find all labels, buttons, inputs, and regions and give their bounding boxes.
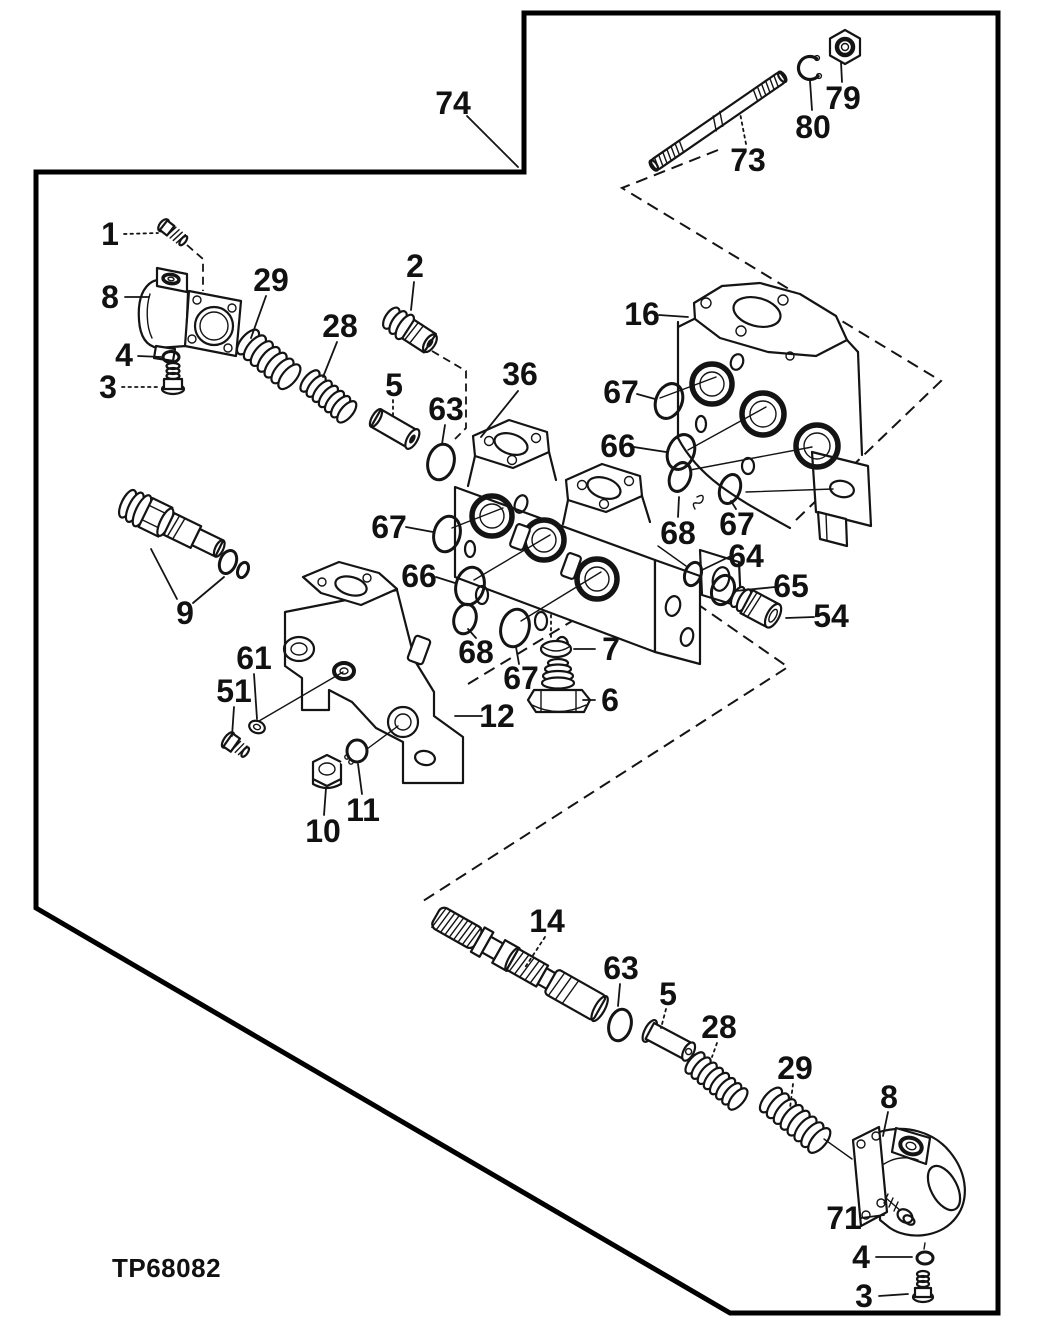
part-80-snap-ring-drawing <box>796 54 823 82</box>
part-67-right-2-oring-drawing <box>717 472 743 506</box>
retainer-clip-glyph <box>692 494 704 510</box>
part-label-16: 16 <box>624 296 660 332</box>
part-68-right-oring-drawing <box>667 461 704 510</box>
part-label-64: 64 <box>728 538 764 574</box>
part-63-bottom-oring-drawing <box>607 1007 633 1043</box>
bore-seal-relation-lines <box>258 376 853 1160</box>
part-label-67-right-top: 67 <box>603 374 639 410</box>
part-label-67-right-2: 67 <box>719 506 755 542</box>
part-label-6: 6 <box>601 682 619 718</box>
part-label-12: 12 <box>479 698 515 734</box>
part-label-3-top: 3 <box>99 369 117 405</box>
part-label-54: 54 <box>813 598 849 634</box>
part-28-bottom-spring-drawing <box>684 1051 749 1111</box>
part-label-10: 10 <box>305 813 341 849</box>
part-label-67-bottom-center: 67 <box>503 660 539 696</box>
part-4-bottom-oring-drawing <box>915 1242 935 1266</box>
callout-leader-lines <box>121 61 913 1297</box>
part-28-upper-spring-drawing <box>299 369 358 424</box>
part-67-right-top-oring-drawing <box>653 382 685 420</box>
part-label-11: 11 <box>346 792 380 828</box>
part-label-8-top: 8 <box>101 279 119 315</box>
part-label-3-bottom: 3 <box>855 1278 873 1314</box>
part-51-screw-drawing <box>220 731 251 758</box>
part-5-upper-seat-drawing <box>368 408 421 450</box>
part-label-28-bottom: 28 <box>701 1009 737 1045</box>
part-29-bottom-spring-drawing <box>758 1086 832 1154</box>
part-6-plug-drawing <box>526 657 592 714</box>
part-63-upper-oring-drawing <box>426 442 456 482</box>
part-label-63-bottom: 63 <box>603 950 639 986</box>
part-8-upper-housing-drawing <box>137 266 243 363</box>
part-79-nut-drawing <box>828 28 862 66</box>
part-label-4-bottom: 4 <box>852 1239 870 1275</box>
part-label-71: 71 <box>826 1200 862 1236</box>
part-label-61: 61 <box>236 640 272 676</box>
part-36-valve-body-drawing <box>453 418 743 666</box>
part-2-relief-valve-drawing <box>382 306 438 354</box>
part-61-washer-drawing <box>248 719 266 735</box>
part-67-bottom-center-oring-drawing <box>499 607 531 649</box>
part-73-stud-drawing <box>648 70 788 172</box>
part-label-51: 51 <box>216 673 252 709</box>
part-3-upper-screw-drawing <box>160 361 186 396</box>
part-label-5-top: 5 <box>385 367 403 403</box>
part-label-2: 2 <box>406 248 424 284</box>
part-label-29-top: 29 <box>253 262 289 298</box>
part-label-73: 73 <box>730 142 766 178</box>
part-label-67-left: 67 <box>371 509 407 545</box>
part-label-80: 80 <box>795 109 831 145</box>
drawing-border <box>33 10 1001 1316</box>
part-9-pilot-valve-drawing <box>117 488 251 580</box>
part-64-oring-drawing <box>682 560 704 588</box>
part-label-74: 74 <box>435 85 471 121</box>
part-label-4-top: 4 <box>115 337 133 373</box>
part-11-snap-ring-drawing <box>340 738 369 768</box>
part-66-right-oring-drawing <box>665 433 697 471</box>
part-label-36: 36 <box>502 356 538 392</box>
part-label-9: 9 <box>176 595 194 631</box>
part-label-79: 79 <box>825 80 861 116</box>
part-29-upper-spring-drawing <box>235 328 302 391</box>
part-label-65: 65 <box>773 568 809 604</box>
part-16-end-housing-drawing <box>676 281 873 548</box>
part-3-bottom-screw-drawing <box>911 1269 935 1304</box>
part-label-8-bottom: 8 <box>880 1079 898 1115</box>
part-label-5-bottom: 5 <box>659 976 677 1012</box>
part-label-29-bottom: 29 <box>777 1050 813 1086</box>
part-label-66-left: 66 <box>401 558 437 594</box>
part-7-backup-washer-drawing <box>539 639 573 659</box>
part-12-valve-housing-drawing <box>282 560 465 785</box>
part-label-66-right: 66 <box>600 428 636 464</box>
part-14-spool-drawing <box>431 906 609 1023</box>
part-label-63-top: 63 <box>428 391 464 427</box>
part-label-28-top: 28 <box>322 308 358 344</box>
figure-code: TP68082 <box>112 1253 221 1283</box>
part-label-1: 1 <box>101 216 119 252</box>
part-1-screw-drawing <box>157 218 189 247</box>
part-label-14: 14 <box>529 903 565 939</box>
part-9-oring-large <box>217 548 239 576</box>
part-67-left-oring-drawing <box>432 514 462 554</box>
part-71-screw-drawing <box>883 1193 916 1226</box>
part-9-oring-small <box>235 560 251 580</box>
part-label-7: 7 <box>602 631 620 667</box>
part-label-68-right: 68 <box>660 515 696 551</box>
part-10-nut-drawing <box>311 753 343 790</box>
part-label-68-left: 68 <box>458 634 494 670</box>
part-68-left-oring-drawing <box>452 602 478 636</box>
part-5-bottom-seat-drawing <box>641 1018 697 1062</box>
part-54-plug-drawing <box>729 585 783 629</box>
